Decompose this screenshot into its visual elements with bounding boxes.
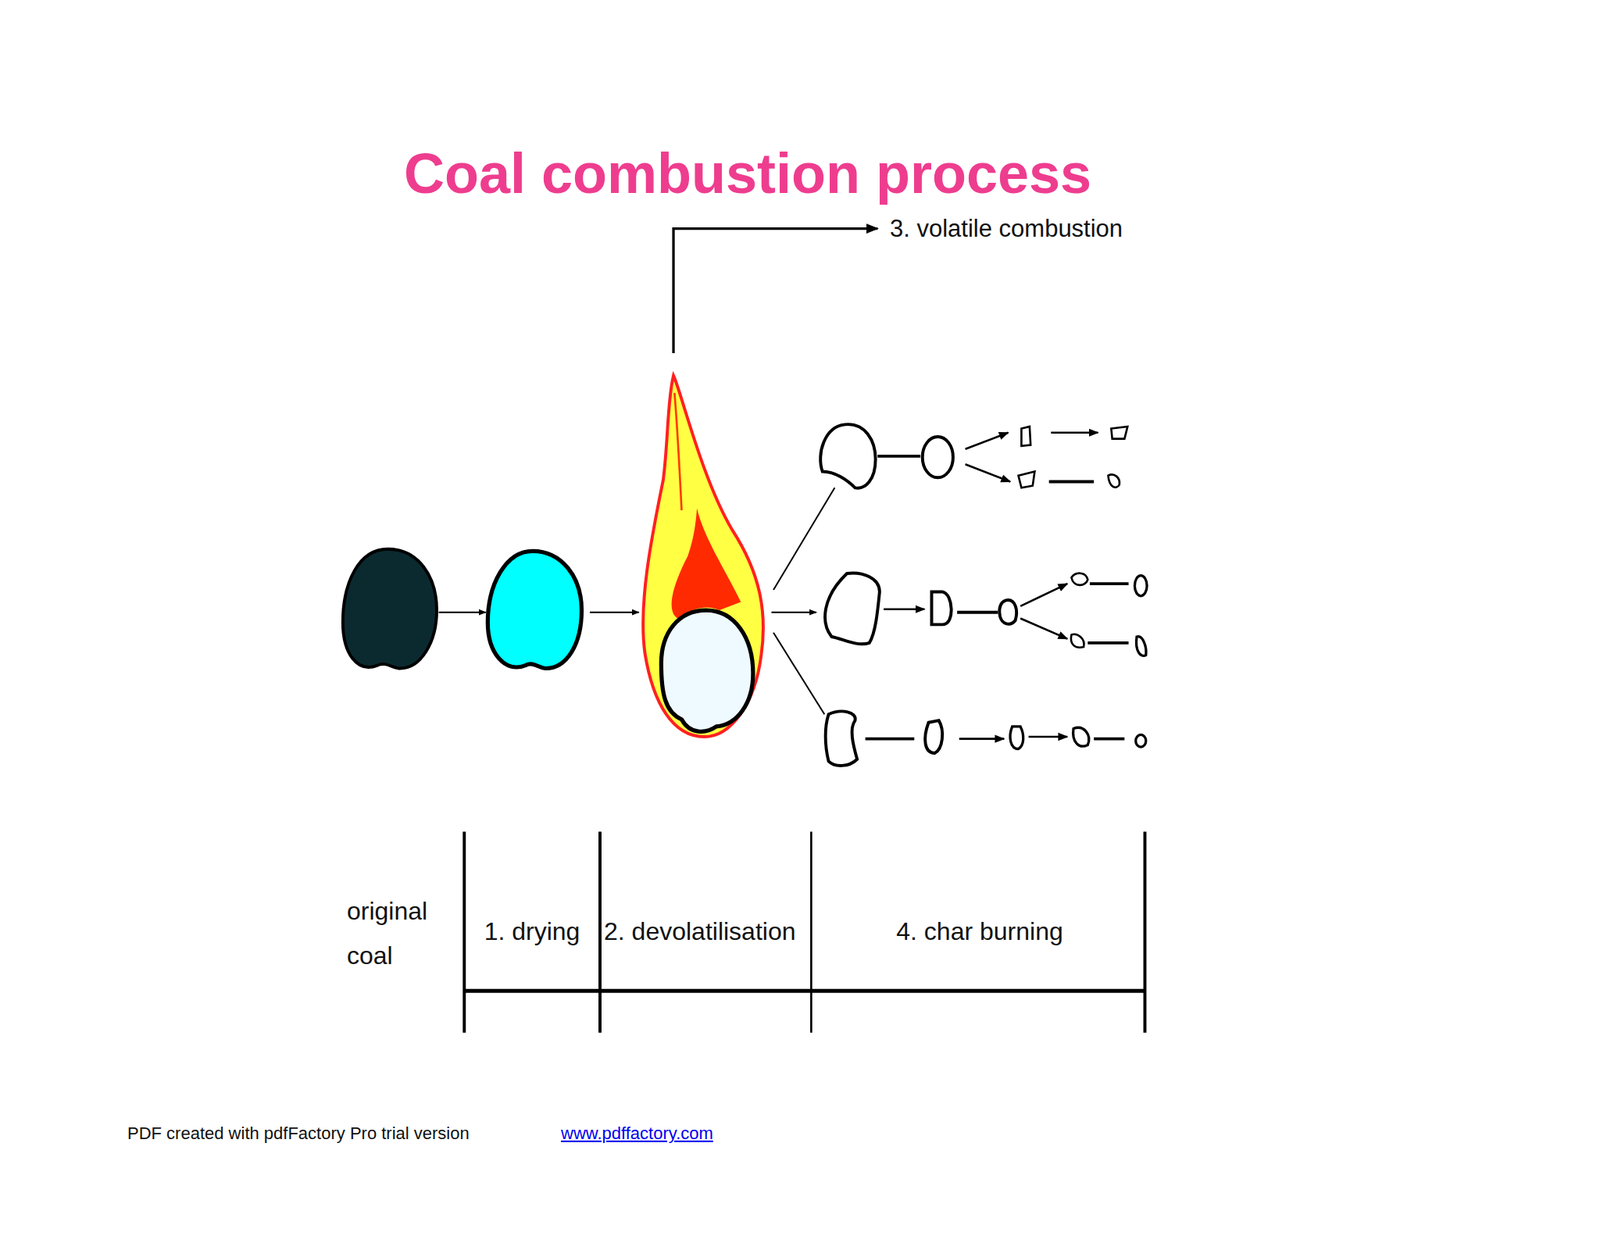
diagram-title: Coal combustion process [392, 145, 1104, 202]
flame [642, 375, 764, 737]
drawing-group [342, 228, 1147, 1033]
stage-divider [598, 831, 602, 1033]
stage-divider [462, 831, 466, 1033]
char-particle [825, 573, 880, 645]
link-line [877, 454, 921, 458]
stage-label: 2. devolatilisation [603, 916, 796, 947]
branch-arrow [965, 464, 1011, 482]
char-fragment [1107, 474, 1120, 487]
link-line [957, 610, 998, 615]
link-line [1087, 641, 1129, 645]
watermark-link: www.pdffactory.com [560, 1123, 714, 1144]
stage-label: 3. volatile combustion [889, 214, 1123, 243]
char-fragment [1110, 426, 1128, 440]
devolatilising-particle [660, 610, 754, 732]
char-particle [1073, 727, 1090, 747]
branch-arrow [965, 432, 1009, 450]
process-arrow [1028, 735, 1068, 739]
stage-table [464, 831, 1145, 1033]
char-particle [922, 436, 954, 478]
char-particle [825, 711, 858, 766]
stage-label: original coal [346, 889, 445, 979]
char-particle [820, 424, 875, 489]
char-fragment [1071, 573, 1088, 586]
char-particle [1010, 726, 1024, 750]
link-line [1089, 582, 1129, 586]
inner-flame [671, 507, 742, 618]
process-arrow [1050, 431, 1098, 434]
char-particles [820, 424, 1147, 766]
leader-line [673, 228, 878, 354]
process-arrow [439, 611, 486, 614]
link-line [1049, 480, 1094, 484]
timeline-axis [464, 989, 1145, 993]
char-particle [931, 592, 951, 625]
process-arrow [959, 737, 1004, 740]
char-particle [925, 720, 943, 754]
process-arrow [883, 607, 925, 611]
link-line [1093, 737, 1125, 741]
watermark: PDF created with pdfFactory Pro trial ve… [127, 1123, 470, 1144]
process-arrow [771, 611, 816, 614]
coal-particle [342, 549, 437, 669]
branch-arrow [1020, 618, 1068, 640]
char-particle [1135, 734, 1147, 747]
char-fragment [1134, 575, 1147, 597]
stage-label: 1. drying [484, 916, 581, 947]
char-fragment [1136, 636, 1147, 657]
branch-line [773, 632, 825, 715]
stage-divider [1143, 831, 1147, 1033]
stage-label: 4. char burning [896, 916, 1063, 947]
branch-line [773, 487, 835, 590]
char-fragment [1021, 426, 1031, 447]
branch-arrow [1020, 583, 1068, 607]
flame-streak [674, 392, 682, 511]
process-arrow [589, 611, 640, 614]
char-fragment [1071, 634, 1085, 648]
stage-divider [810, 831, 813, 1033]
char-particle [999, 600, 1017, 625]
char-links [865, 432, 1129, 740]
link-line [865, 737, 915, 741]
dried-particle [487, 550, 582, 668]
char-fragment [1018, 471, 1036, 488]
